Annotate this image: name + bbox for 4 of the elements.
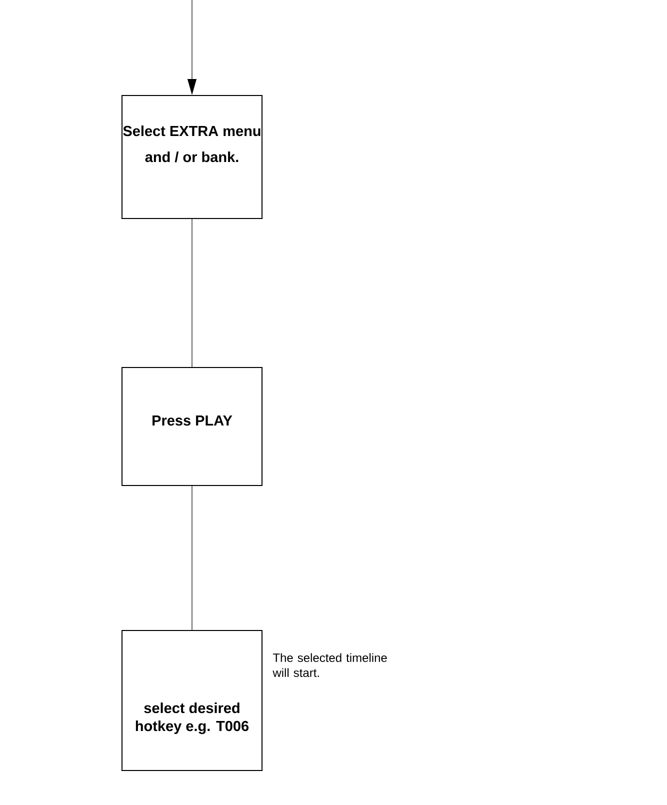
side-note: The selected timeline will start. (272, 653, 387, 677)
process-box: select desired hotkey e.g. T006 (122, 630, 262, 771)
process-box: Select EXTRA menu and / or bank. (122, 95, 262, 219)
process-box: Press PLAY (122, 367, 262, 486)
